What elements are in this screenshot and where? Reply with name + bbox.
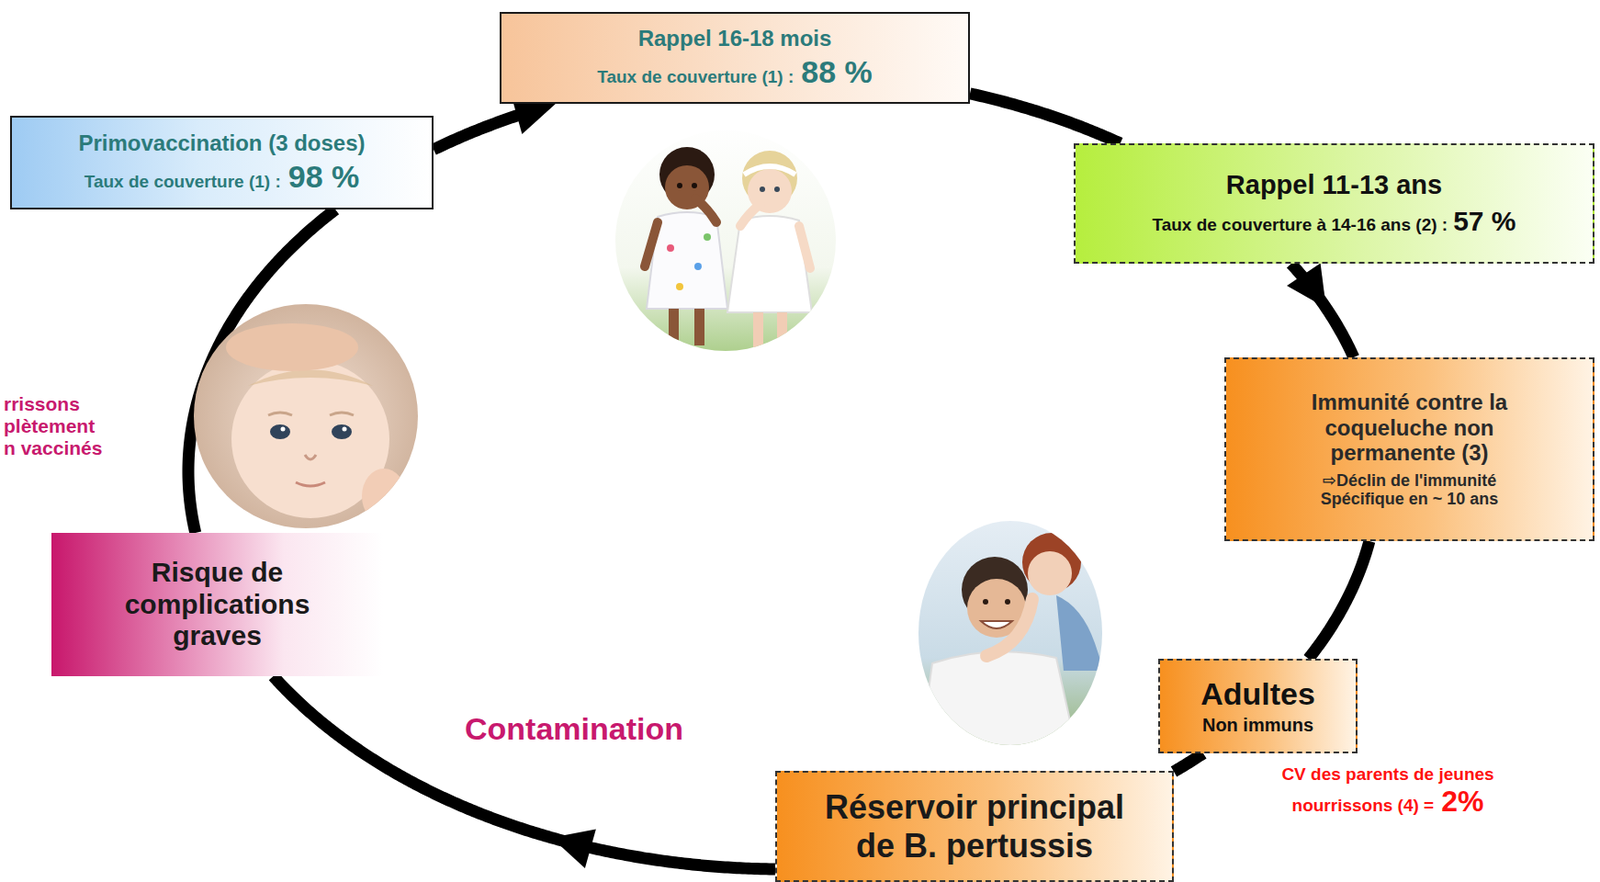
reservoir-box: Réservoir principal de B. pertussis xyxy=(775,770,1174,882)
arm xyxy=(695,198,717,223)
adults-photo xyxy=(913,514,1107,763)
baby-photo xyxy=(188,298,428,538)
eye xyxy=(270,424,291,440)
eye xyxy=(774,186,780,192)
mouth xyxy=(295,482,326,486)
box-title: Risque de complications graves xyxy=(124,556,311,651)
cycle-line xyxy=(1308,540,1370,659)
cycle-line xyxy=(1173,753,1204,772)
box-title: Réservoir principal de B. pertussis xyxy=(824,788,1125,864)
cycle-line xyxy=(969,93,1121,144)
cycle-connector xyxy=(273,676,776,869)
eyebrow xyxy=(329,412,354,416)
step-title: Rappel 11-13 ans xyxy=(1226,169,1443,200)
woman-arm xyxy=(986,598,1033,656)
text-line: Taux de couverture (1) : 98 % xyxy=(24,158,419,195)
eye xyxy=(1004,598,1011,605)
coverage-label: Taux de couverture à 14-16 ans (2) : xyxy=(1151,214,1448,235)
coverage-rate: 88 % xyxy=(800,54,873,90)
text-line: Non immuns xyxy=(1171,714,1345,736)
arm xyxy=(644,222,658,267)
coverage-rate: 57 % xyxy=(1453,205,1516,237)
immunity-box: Immunité contre la coqueluche non perman… xyxy=(1224,357,1595,541)
dress-dot xyxy=(703,233,711,241)
toddlers-photo xyxy=(606,119,846,359)
infant-note: rrissons plètement n vaccinés xyxy=(3,393,107,460)
text-line: Primovaccination (3 doses) xyxy=(24,130,419,157)
adult-hand xyxy=(225,323,359,372)
photo-background xyxy=(188,298,428,538)
text-line: Réservoir principal de B. pertussis xyxy=(813,788,1136,865)
text-line: Taux de couverture à 14-16 ans (2) :57 % xyxy=(1093,205,1575,238)
coverage-label: Taux de couverture (1) : xyxy=(597,67,794,87)
coverage-label: Taux de couverture (1) : xyxy=(84,171,282,192)
edge-label: Contamination xyxy=(464,710,684,747)
vaccine-step-box: Primovaccination (3 doses)Taux de couver… xyxy=(10,115,434,210)
text-line: ⇨Déclin de l'immunité Spécifique en ~ 10… xyxy=(1295,471,1525,509)
eyebrow xyxy=(268,412,293,416)
smile xyxy=(980,620,1013,629)
leg xyxy=(753,312,764,350)
step-title: Primovaccination (3 doses) xyxy=(78,130,365,156)
text-line: Adultes xyxy=(1171,676,1345,712)
man-shirt xyxy=(918,651,1080,763)
cycle-connector xyxy=(1308,540,1370,659)
eye xyxy=(691,182,698,189)
box-note: Non immuns xyxy=(1202,714,1314,735)
arrow-head xyxy=(552,829,597,868)
baby-hair xyxy=(247,370,373,387)
nose xyxy=(304,454,316,460)
cycle-connector xyxy=(1173,753,1204,772)
eye xyxy=(676,182,683,189)
dress-dot xyxy=(694,262,702,271)
cycle-connector xyxy=(969,93,1121,144)
text-line: Taux de couverture (1) : 88 % xyxy=(514,54,956,91)
eye xyxy=(759,186,766,192)
vaccine-step-box: Rappel 11-13 ansTaux de couverture à 14-… xyxy=(1073,143,1595,264)
text-line: Immunité contre la coqueluche non perman… xyxy=(1272,389,1547,466)
eye-highlight xyxy=(342,427,348,432)
headband xyxy=(743,166,796,175)
coverage-rate: 98 % xyxy=(288,158,361,194)
leg xyxy=(694,308,705,346)
step-title: Rappel 16-18 mois xyxy=(638,25,833,51)
vaccine-step-box: Rappel 16-18 moisTaux de couverture (1) … xyxy=(499,11,970,104)
arm xyxy=(740,203,761,226)
population-box: AdultesNon immuns xyxy=(1158,658,1358,754)
leg xyxy=(668,308,679,346)
woman-body xyxy=(1056,595,1105,671)
text-line: Rappel 11-13 ans xyxy=(1093,169,1575,201)
dress-dot xyxy=(676,282,684,291)
box-title: Adultes xyxy=(1200,676,1316,711)
text-line: Rappel 16-18 mois xyxy=(514,25,956,52)
note-rate: 2% xyxy=(1441,784,1484,818)
coverage-note: CV des parents de jeunes nourrissons (4)… xyxy=(1250,764,1526,819)
arm xyxy=(799,225,811,269)
eye xyxy=(982,598,989,605)
arrow-head xyxy=(1286,262,1327,308)
woman-face xyxy=(1027,551,1072,596)
box-note: ⇨Déclin de l'immunité Spécifique en ~ 10… xyxy=(1320,471,1499,509)
cycle-connector xyxy=(1286,262,1354,358)
risk-box: Risque de complications graves xyxy=(51,532,384,677)
photo-background xyxy=(606,119,846,359)
baby-hand xyxy=(361,468,406,524)
leg xyxy=(777,312,788,350)
cycle-line xyxy=(273,676,776,869)
edge-label-text: Contamination xyxy=(464,710,684,746)
dress-dot xyxy=(666,244,675,252)
eye xyxy=(331,424,352,440)
note-text: rrissons plètement n vaccinés xyxy=(3,393,102,459)
box-title: Immunité contre la coqueluche non perman… xyxy=(1311,389,1508,465)
text-line: Risque de complications graves xyxy=(78,556,356,653)
eye-highlight xyxy=(281,427,286,432)
